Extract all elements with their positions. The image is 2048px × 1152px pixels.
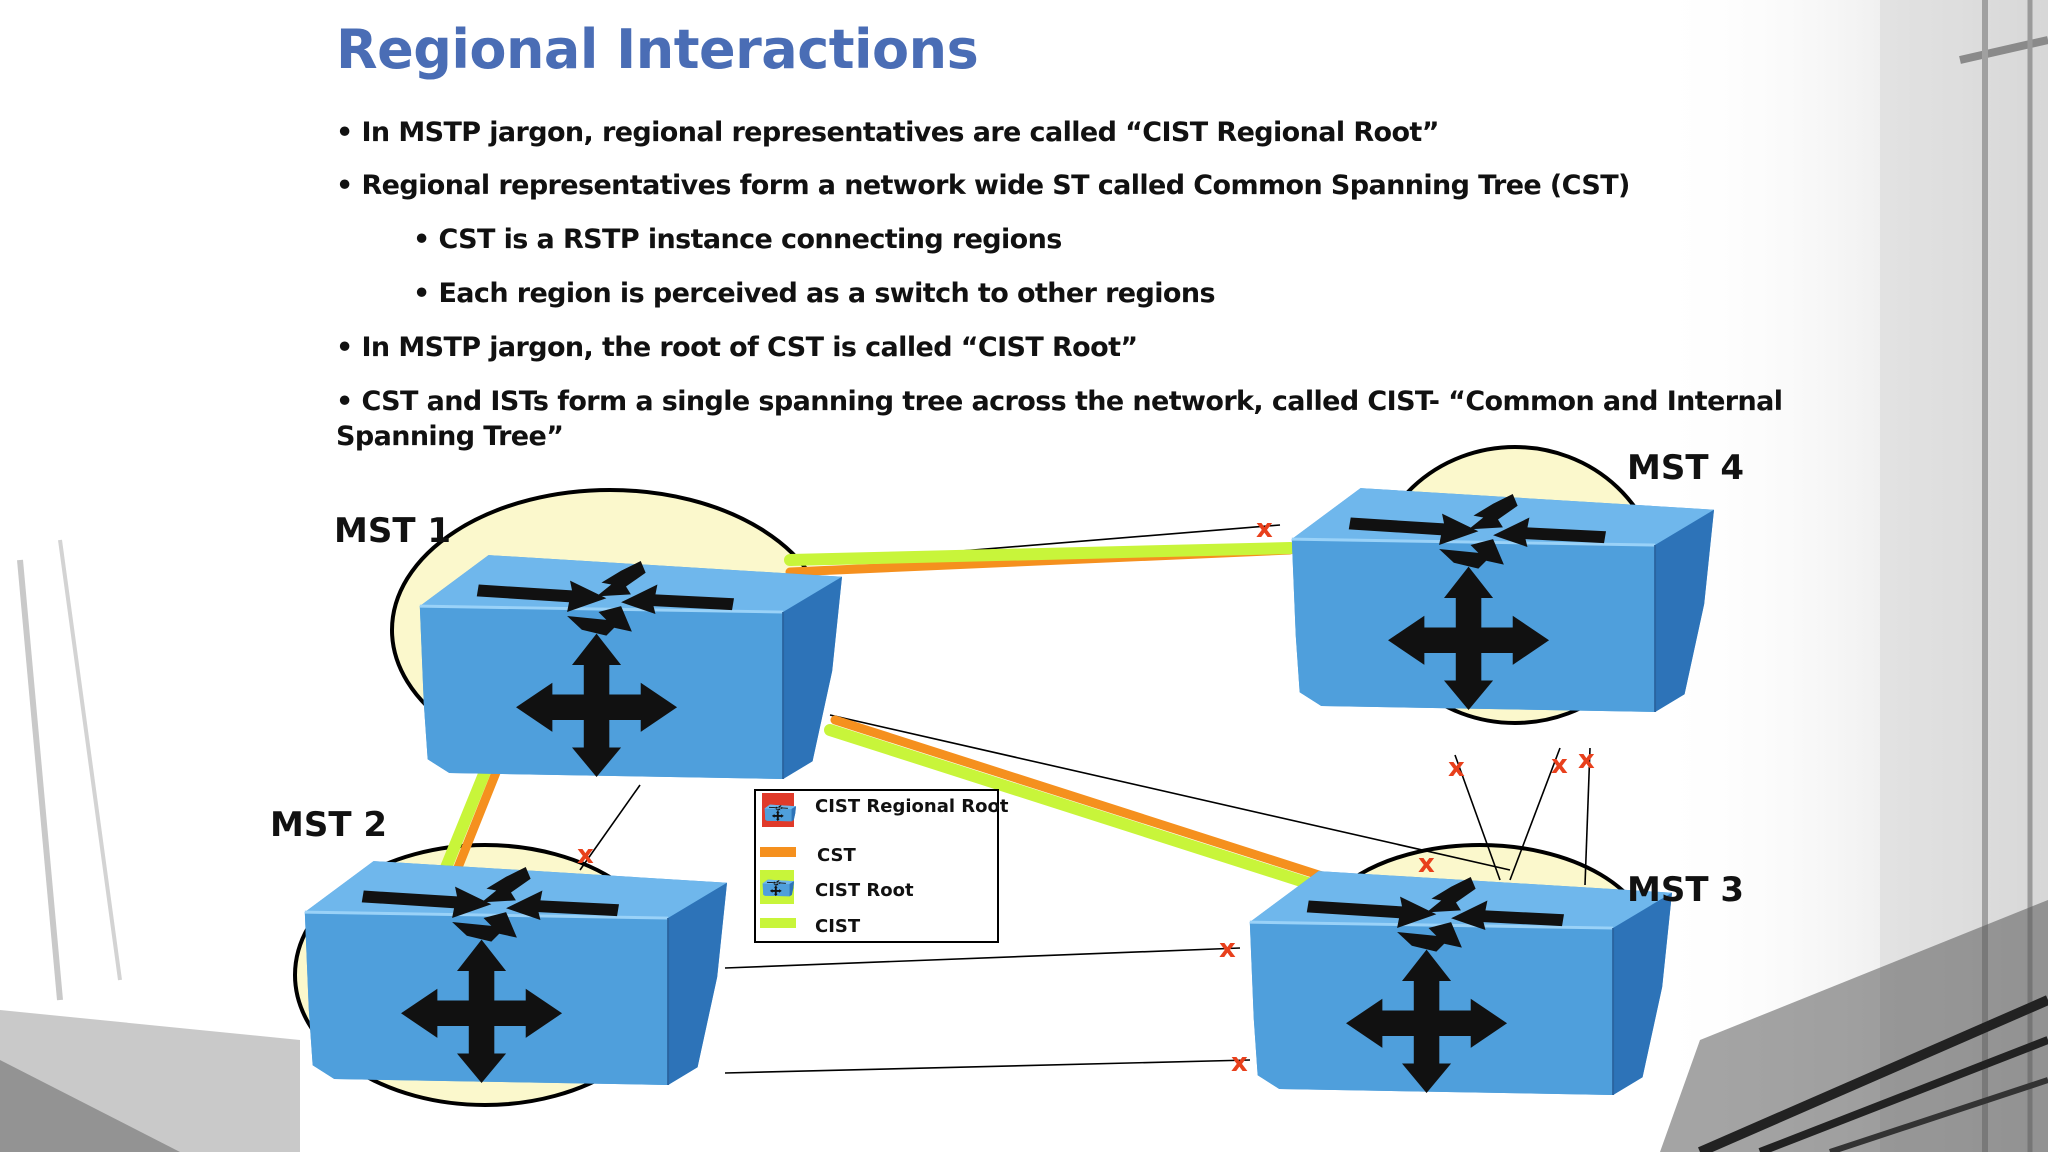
legend-cist-root-icon — [760, 870, 794, 904]
legend-cist-root-label: CIST Root — [815, 880, 914, 901]
blocked-marker: x — [1418, 849, 1435, 879]
region-label-mst3: MST 3 — [1627, 870, 1744, 910]
blocked-marker: x — [1219, 934, 1236, 964]
thin-links — [579, 524, 1591, 1074]
blocked-marker: x — [1578, 745, 1595, 775]
legend-cst-swatch — [760, 847, 796, 857]
switch-mst2 — [303, 859, 727, 1087]
sub-bullet-2: • Each region is perceived as a switch t… — [413, 278, 1216, 309]
region-label-mst1: MST 1 — [334, 511, 451, 551]
legend-regional-root-label: CIST Regional Root — [815, 796, 1009, 817]
switch-mst3 — [1248, 869, 1672, 1097]
region-label-mst4: MST 4 — [1627, 448, 1744, 488]
legend-regional-root-icon — [762, 793, 796, 827]
legend-cist-swatch — [760, 918, 796, 928]
blocked-marker: x — [577, 840, 594, 870]
blocked-marker: x — [1256, 514, 1273, 544]
switch-mst1 — [418, 553, 842, 781]
legend-cst-label: CST — [817, 845, 857, 866]
switch-mst4 — [1290, 488, 1714, 714]
sub-bullet-1: • CST is a RSTP instance connecting regi… — [413, 224, 1062, 255]
bullet-2: • Regional representatives form a networ… — [336, 170, 1630, 201]
slide-title: Regional Interactions — [336, 18, 979, 81]
blocked-marker: x — [1231, 1048, 1248, 1078]
legend-cist-label: CIST — [815, 916, 861, 937]
blocked-port-markers: x x x x x x x x — [577, 514, 1595, 1078]
region-label-mst2: MST 2 — [270, 805, 387, 845]
bullet-3: • In MSTP jargon, the root of CST is cal… — [336, 332, 1138, 363]
bullet-1: • In MSTP jargon, regional representativ… — [336, 117, 1439, 148]
blocked-marker: x — [1551, 750, 1568, 780]
blocked-marker: x — [1448, 753, 1465, 783]
legend: CIST Regional Root CST CIST Root CIST — [754, 789, 1009, 943]
bullet-4-continuation: Spanning Tree” — [336, 421, 564, 452]
bullet-4: • CST and ISTs form a single spanning tr… — [336, 386, 1783, 417]
